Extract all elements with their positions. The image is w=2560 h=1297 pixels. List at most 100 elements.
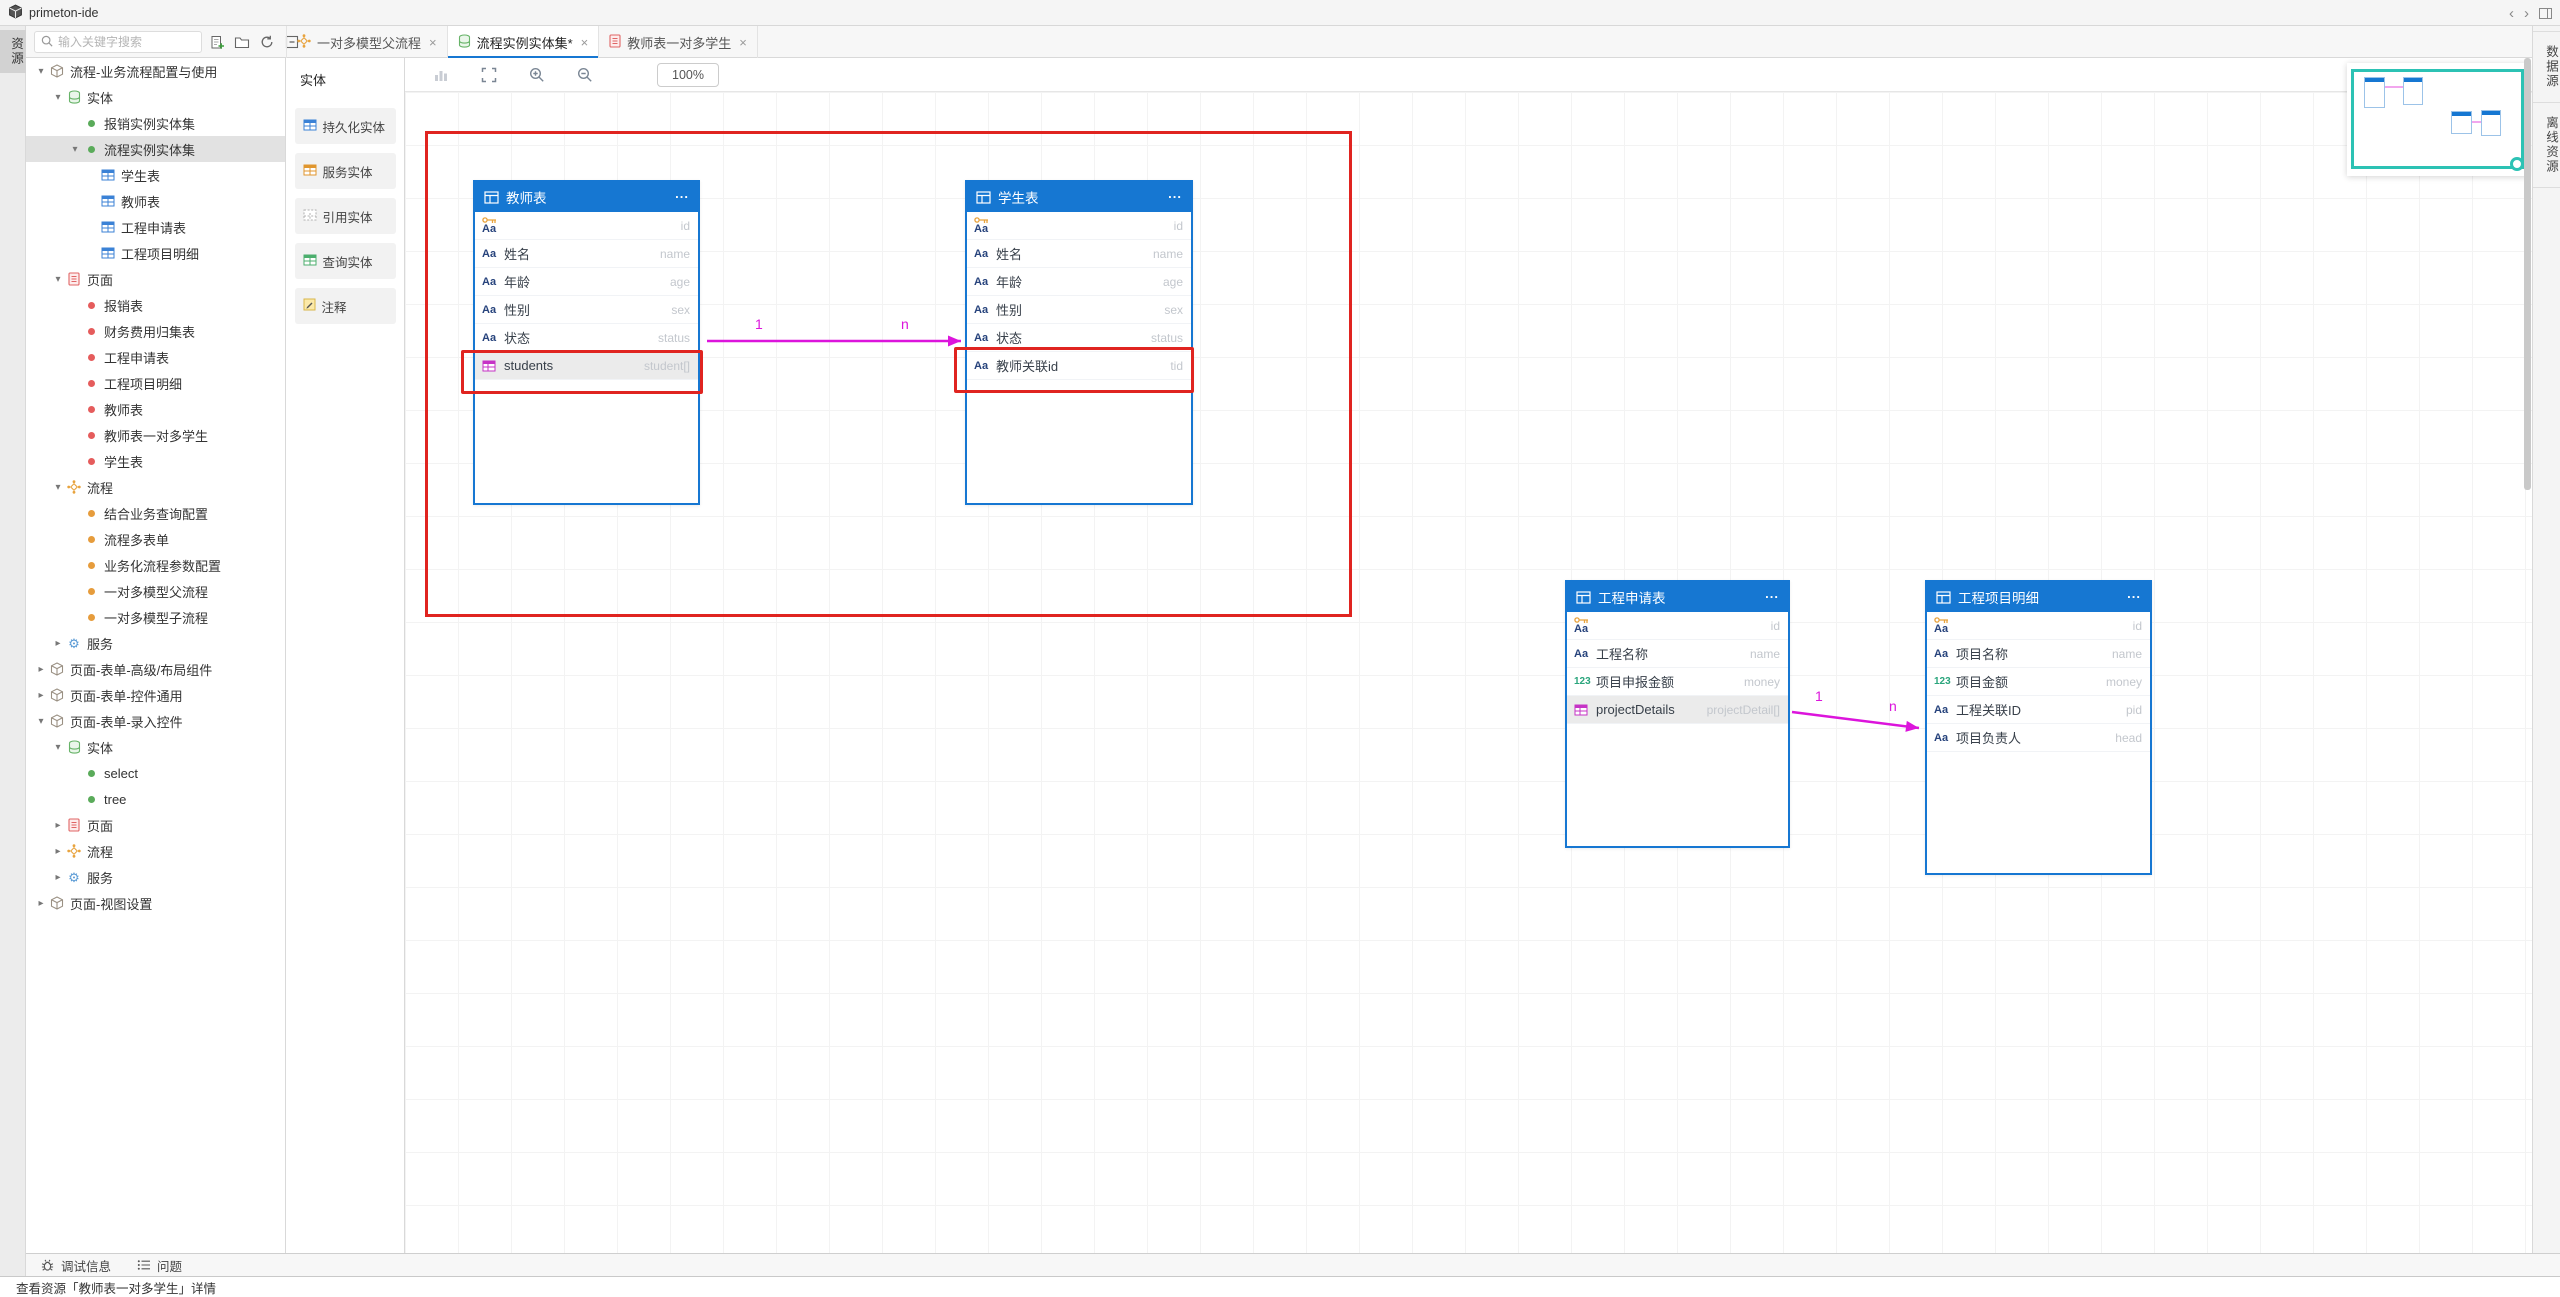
tree-item[interactable]: 结合业务查询配置 bbox=[26, 500, 285, 526]
tree-item[interactable]: ▸页面-表单-控件通用 bbox=[26, 682, 285, 708]
tree-expand-icon[interactable]: ▸ bbox=[38, 663, 44, 675]
document-tab[interactable]: 流程实例实体集*× bbox=[447, 26, 600, 59]
entity-header[interactable]: 教师表... bbox=[475, 182, 698, 212]
tree-item[interactable]: 报销实例实体集 bbox=[26, 110, 285, 136]
new-file-icon[interactable] bbox=[208, 33, 226, 51]
fit-screen-icon[interactable] bbox=[481, 67, 497, 83]
tree-item[interactable]: ▸流程 bbox=[26, 838, 285, 864]
tree-item[interactable]: ▾页面-表单-录入控件 bbox=[26, 708, 285, 734]
resources-rail-tab[interactable]: 资源 bbox=[0, 30, 26, 73]
tree-item[interactable]: ▸页面 bbox=[26, 812, 285, 838]
tab-close-icon[interactable]: × bbox=[739, 34, 747, 50]
tree-item[interactable]: 业务化流程参数配置 bbox=[26, 552, 285, 578]
entity-menu-icon[interactable]: ... bbox=[2127, 586, 2141, 601]
entity-header[interactable]: 工程申请表... bbox=[1567, 582, 1788, 612]
tree-item[interactable]: ▾流程 bbox=[26, 474, 285, 500]
chart-icon[interactable] bbox=[433, 67, 449, 83]
tree-item[interactable]: 一对多模型子流程 bbox=[26, 604, 285, 630]
forward-icon[interactable]: › bbox=[2524, 4, 2529, 22]
palette-item[interactable]: 持久化实体 bbox=[294, 108, 396, 144]
tree-item[interactable]: 工程申请表 bbox=[26, 344, 285, 370]
zoom-out-icon[interactable] bbox=[577, 67, 593, 83]
tree-item[interactable]: tree bbox=[26, 786, 285, 812]
refresh-icon[interactable] bbox=[258, 33, 276, 51]
entity-menu-icon[interactable]: ... bbox=[675, 186, 689, 201]
tree-expand-icon[interactable]: ▾ bbox=[55, 741, 61, 753]
tree-item[interactable]: 工程申请表 bbox=[26, 214, 285, 240]
palette-item[interactable]: 服务实体 bbox=[294, 153, 396, 189]
tab-close-icon[interactable]: × bbox=[429, 34, 437, 50]
tree-item[interactable]: 工程项目明细 bbox=[26, 370, 285, 396]
right-rail-tab[interactable]: 离线资源 bbox=[2533, 103, 2560, 188]
entity-header[interactable]: 学生表... bbox=[967, 182, 1191, 212]
tree-item[interactable]: ▸⚙服务 bbox=[26, 630, 285, 656]
tree-item[interactable]: 一对多模型父流程 bbox=[26, 578, 285, 604]
tree-item[interactable]: 教师表 bbox=[26, 396, 285, 422]
tree-item[interactable]: ▾实体 bbox=[26, 84, 285, 110]
layout-icon[interactable] bbox=[2539, 7, 2552, 19]
zoom-in-icon[interactable] bbox=[529, 67, 545, 83]
search-box[interactable] bbox=[34, 31, 202, 53]
entity-menu-icon[interactable]: ... bbox=[1765, 586, 1779, 601]
back-icon[interactable]: ‹ bbox=[2509, 4, 2514, 22]
tree-item[interactable]: 流程多表单 bbox=[26, 526, 285, 552]
tree-expand-icon[interactable]: ▾ bbox=[55, 273, 61, 285]
tree-item[interactable]: ▸页面-表单-高级/布局组件 bbox=[26, 656, 285, 682]
palette-item[interactable]: 注释 bbox=[294, 288, 396, 324]
tree-item[interactable]: 学生表 bbox=[26, 162, 285, 188]
tree-item[interactable]: 工程项目明细 bbox=[26, 240, 285, 266]
entity-menu-icon[interactable]: ... bbox=[1168, 186, 1182, 201]
tree-expand-icon[interactable]: ▾ bbox=[72, 143, 78, 155]
tree-item[interactable]: ▾流程-业务流程配置与使用 bbox=[26, 58, 285, 84]
tab-close-icon[interactable]: × bbox=[580, 34, 589, 50]
document-tab[interactable]: 一对多模型父流程× bbox=[286, 26, 448, 58]
tree-item[interactable]: 学生表 bbox=[26, 448, 285, 474]
bottom-tab[interactable]: 调试信息 bbox=[40, 1256, 111, 1275]
canvas-scrollbar[interactable] bbox=[2524, 58, 2531, 490]
tree-item[interactable]: ▸页面-视图设置 bbox=[26, 890, 285, 916]
tree-expand-icon[interactable]: ▸ bbox=[38, 897, 44, 909]
folder-icon[interactable] bbox=[233, 33, 251, 51]
minimap-zoom-handle[interactable] bbox=[2510, 157, 2524, 171]
palette-item[interactable]: 查询实体 bbox=[294, 243, 396, 279]
tree-item[interactable]: select bbox=[26, 760, 285, 786]
tree-item[interactable]: ▾实体 bbox=[26, 734, 285, 760]
bottom-tab[interactable]: 问题 bbox=[137, 1256, 182, 1275]
tree-item[interactable]: ▾页面 bbox=[26, 266, 285, 292]
tree-item[interactable]: 教师表 bbox=[26, 188, 285, 214]
tree-item[interactable]: 教师表一对多学生 bbox=[26, 422, 285, 448]
tree-expand-icon[interactable]: ▸ bbox=[55, 637, 61, 649]
tree-expand-icon[interactable]: ▸ bbox=[55, 845, 61, 857]
tree-expand-icon[interactable]: ▾ bbox=[38, 715, 44, 727]
palette-item[interactable]: 引用实体 bbox=[294, 198, 396, 234]
minimap[interactable] bbox=[2347, 63, 2528, 176]
tree-item[interactable]: ▾流程实例实体集 bbox=[26, 136, 285, 162]
entity-header[interactable]: 工程项目明细... bbox=[1927, 582, 2150, 612]
tree-expand-icon[interactable]: ▸ bbox=[38, 689, 44, 701]
tree-expand-icon[interactable]: ▾ bbox=[38, 65, 44, 77]
tree-expand-icon[interactable]: ▾ bbox=[55, 481, 61, 493]
tree-item[interactable]: 财务费用归集表 bbox=[26, 318, 285, 344]
